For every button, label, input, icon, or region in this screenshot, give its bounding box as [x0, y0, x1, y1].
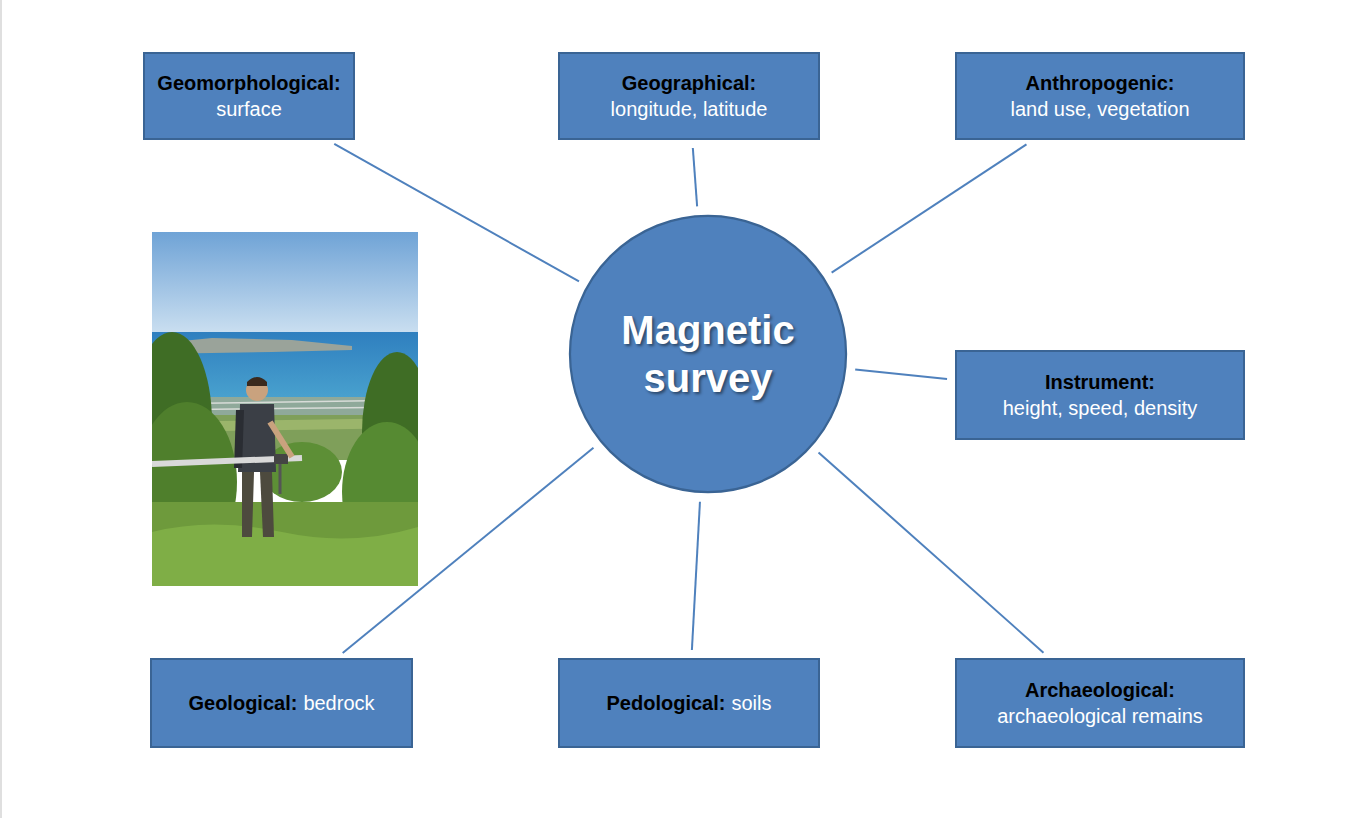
connector-line: [855, 369, 947, 379]
frame-line: [1, 0, 2, 818]
factor-box: Instrument:height, speed, density: [955, 350, 1245, 440]
factor-box: Anthropogenic:land use, vegetation: [955, 52, 1245, 140]
factor-detail: archaeological remains: [997, 703, 1203, 729]
factor-heading: Geological:: [188, 692, 297, 714]
factor-detail: soils: [731, 692, 771, 714]
box-content: Instrument:height, speed, density: [1003, 369, 1198, 421]
factor-detail: bedrock: [303, 692, 374, 714]
factor-heading: Geographical:: [611, 70, 768, 96]
box-content: Anthropogenic:land use, vegetation: [1010, 70, 1189, 122]
factor-heading: Pedological:: [607, 692, 726, 714]
connector-line: [819, 452, 1044, 652]
connector-line: [832, 144, 1027, 272]
box-content: Geological: bedrock: [188, 690, 374, 716]
factor-detail: land use, vegetation: [1010, 96, 1189, 122]
factor-box: Pedological:soils: [558, 658, 820, 748]
box-content: Archaeological:archaeological remains: [997, 677, 1203, 729]
factor-box: Archaeological:archaeological remains: [955, 658, 1245, 748]
connector-line: [693, 148, 697, 206]
box-content: Geographical:longitude, latitude: [611, 70, 768, 122]
circle-outline: [570, 216, 846, 492]
box-content: Geomorphological:surface: [157, 70, 340, 122]
factor-box: Geological: bedrock: [150, 658, 413, 748]
factor-detail: longitude, latitude: [611, 96, 768, 122]
factor-heading: Anthropogenic:: [1010, 70, 1189, 96]
factor-heading: Instrument:: [1003, 369, 1198, 395]
factor-heading: Geomorphological:: [157, 70, 340, 96]
center-label: Magnetic survey: [608, 306, 808, 402]
connector-line: [692, 502, 700, 650]
survey-photo: [152, 232, 418, 586]
factor-box: Geographical:longitude, latitude: [558, 52, 820, 140]
factor-detail: height, speed, density: [1003, 395, 1198, 421]
central-circle: Magnetic survey: [568, 214, 848, 494]
box-content: Pedological:soils: [607, 690, 772, 716]
circle-shape: [568, 214, 848, 494]
factor-heading: Archaeological:: [997, 677, 1203, 703]
factor-detail: surface: [157, 96, 340, 122]
factor-box: Geomorphological:surface: [143, 52, 355, 140]
